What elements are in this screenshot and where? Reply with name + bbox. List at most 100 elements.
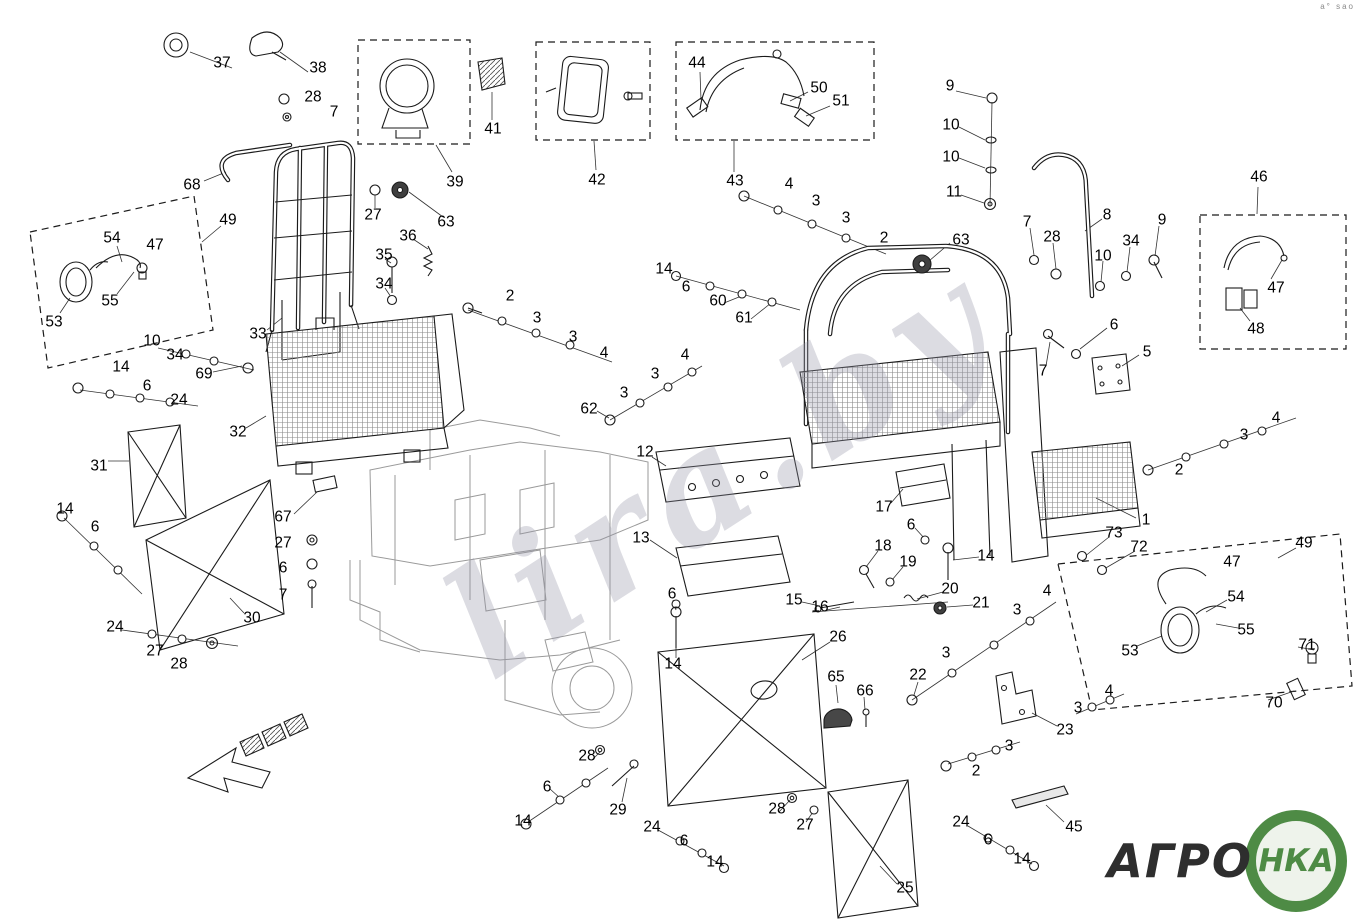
callout-3: 3 bbox=[568, 328, 578, 346]
callout-27: 27 bbox=[146, 642, 164, 660]
callout-41: 41 bbox=[484, 120, 502, 138]
callout-4: 4 bbox=[1042, 582, 1052, 600]
callout-65: 65 bbox=[827, 668, 845, 686]
callout-55: 55 bbox=[101, 292, 119, 310]
callout-14: 14 bbox=[706, 853, 724, 871]
callout-28: 28 bbox=[170, 655, 188, 673]
callout-63: 63 bbox=[437, 213, 455, 231]
dashed-boxes bbox=[29, 39, 1353, 711]
callout-7: 7 bbox=[1022, 213, 1032, 231]
callout-6: 6 bbox=[667, 585, 677, 603]
callout-14: 14 bbox=[112, 358, 130, 376]
callout-31: 31 bbox=[90, 457, 108, 475]
callout-7: 7 bbox=[278, 586, 288, 604]
callout-3: 3 bbox=[619, 384, 629, 402]
callout-48: 48 bbox=[1247, 320, 1265, 338]
callout-45: 45 bbox=[1065, 818, 1083, 836]
callout-3: 3 bbox=[1073, 699, 1083, 717]
callout-63: 63 bbox=[952, 231, 970, 249]
callout-3: 3 bbox=[941, 644, 951, 662]
callout-14: 14 bbox=[514, 812, 532, 830]
callout-27: 27 bbox=[364, 206, 382, 224]
callout-14: 14 bbox=[1013, 850, 1031, 868]
callout-6: 6 bbox=[679, 832, 689, 850]
callout-22: 22 bbox=[909, 666, 927, 684]
callout-68: 68 bbox=[183, 176, 201, 194]
callout-37: 37 bbox=[213, 54, 231, 72]
callout-49: 49 bbox=[219, 211, 237, 229]
callout-24: 24 bbox=[643, 818, 661, 836]
callout-28: 28 bbox=[768, 800, 786, 818]
callout-71: 71 bbox=[1298, 636, 1316, 654]
callout-27: 27 bbox=[274, 534, 292, 552]
callout-54: 54 bbox=[1227, 588, 1245, 606]
callout-5: 5 bbox=[1142, 343, 1152, 361]
callout-9: 9 bbox=[1157, 211, 1167, 229]
callout-4: 4 bbox=[680, 346, 690, 364]
callout-6: 6 bbox=[542, 778, 552, 796]
callout-3: 3 bbox=[650, 365, 660, 383]
callout-7: 7 bbox=[1038, 362, 1048, 380]
callout-4: 4 bbox=[784, 175, 794, 193]
callout-33: 33 bbox=[249, 325, 267, 343]
callout-18: 18 bbox=[874, 537, 892, 555]
callout-34: 34 bbox=[375, 275, 393, 293]
callout-27: 27 bbox=[796, 816, 814, 834]
callout-25: 25 bbox=[896, 879, 914, 897]
callout-38: 38 bbox=[309, 59, 327, 77]
callout-34: 34 bbox=[1122, 232, 1140, 250]
callout-6: 6 bbox=[1109, 316, 1119, 334]
callout-32: 32 bbox=[229, 423, 247, 441]
callout-2: 2 bbox=[1174, 461, 1184, 479]
callout-66: 66 bbox=[856, 682, 874, 700]
callout-3: 3 bbox=[811, 192, 821, 210]
callout-46: 46 bbox=[1250, 168, 1268, 186]
callout-10: 10 bbox=[942, 148, 960, 166]
callout-70: 70 bbox=[1265, 694, 1283, 712]
callout-13: 13 bbox=[632, 529, 650, 547]
callout-21: 21 bbox=[972, 594, 990, 612]
callout-50: 50 bbox=[810, 79, 828, 97]
callout-29: 29 bbox=[609, 801, 627, 819]
callout-7: 7 bbox=[329, 103, 339, 121]
callout-3: 3 bbox=[841, 209, 851, 227]
callout-69: 69 bbox=[195, 365, 213, 383]
callout-14: 14 bbox=[56, 500, 74, 518]
callout-6: 6 bbox=[90, 518, 100, 536]
callout-47: 47 bbox=[146, 236, 164, 254]
chassis-ghost bbox=[349, 419, 649, 729]
callout-16: 16 bbox=[811, 598, 829, 616]
callout-6: 6 bbox=[142, 377, 152, 395]
callout-53: 53 bbox=[45, 313, 63, 331]
callout-3: 3 bbox=[1004, 737, 1014, 755]
callout-34: 34 bbox=[166, 346, 184, 364]
callout-55: 55 bbox=[1237, 621, 1255, 639]
callout-49: 49 bbox=[1295, 534, 1313, 552]
callout-10: 10 bbox=[942, 116, 960, 134]
callout-53: 53 bbox=[1121, 642, 1139, 660]
callout-30: 30 bbox=[243, 609, 261, 627]
callout-72: 72 bbox=[1130, 538, 1148, 556]
callout-14: 14 bbox=[664, 655, 682, 673]
callout-14: 14 bbox=[977, 547, 995, 565]
parts bbox=[56, 31, 1319, 919]
callout-4: 4 bbox=[1104, 682, 1114, 700]
callout-42: 42 bbox=[588, 171, 606, 189]
callout-6: 6 bbox=[906, 516, 916, 534]
callout-60: 60 bbox=[709, 292, 727, 310]
callout-4: 4 bbox=[599, 344, 609, 362]
callout-67: 67 bbox=[274, 508, 292, 526]
callout-1: 1 bbox=[1141, 511, 1151, 529]
callout-6: 6 bbox=[278, 559, 288, 577]
callout-28: 28 bbox=[304, 88, 322, 106]
callout-4: 4 bbox=[1271, 409, 1281, 427]
callout-24: 24 bbox=[106, 618, 124, 636]
callout-35: 35 bbox=[375, 246, 393, 264]
callout-43: 43 bbox=[726, 172, 744, 190]
callout-47: 47 bbox=[1223, 553, 1241, 571]
callout-3: 3 bbox=[1012, 601, 1022, 619]
callout-8: 8 bbox=[1102, 206, 1112, 224]
callout-54: 54 bbox=[103, 229, 121, 247]
